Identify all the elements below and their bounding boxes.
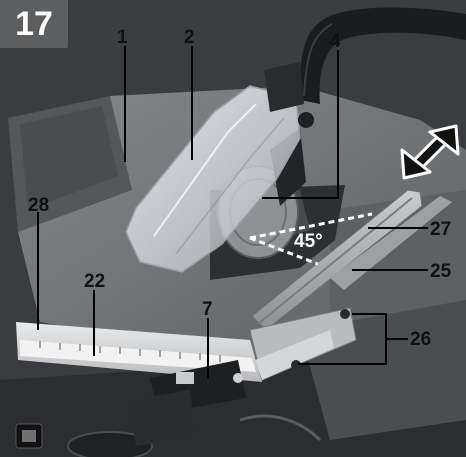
fence-extension	[330, 196, 452, 290]
callout-22: 22	[84, 271, 106, 292]
left-wing-recess	[20, 106, 118, 210]
figure-number-badge: 17	[0, 0, 68, 48]
callout-25: 25	[430, 261, 452, 282]
guard-knob	[298, 112, 314, 128]
angle-label-45: 45°	[294, 231, 323, 252]
callout-27: 27	[430, 219, 452, 240]
guard-highlight	[153, 103, 257, 237]
mitre-gauge-screw	[233, 373, 243, 383]
measuring-scale	[20, 340, 256, 372]
callout-7: 7	[202, 299, 213, 320]
scale-ticks	[39, 341, 221, 362]
mitre-gauge-clip	[176, 372, 194, 384]
under-table-cable	[239, 414, 322, 442]
hose-ridge	[303, 23, 333, 97]
blade-guard	[125, 85, 301, 273]
height-adjust-wheel	[67, 431, 153, 457]
on-off-switch	[22, 430, 36, 442]
callout-4: 4	[330, 31, 341, 52]
fence-screw-lower	[291, 360, 301, 370]
callout-28: 28	[28, 195, 50, 216]
guard-edge	[175, 117, 285, 255]
fence-screw-upper	[340, 309, 350, 319]
callout-26: 26	[410, 329, 432, 350]
fence-clamp-face	[255, 330, 334, 380]
leader-lines	[37, 46, 428, 378]
hose-connector	[264, 62, 304, 112]
callout-1: 1	[117, 27, 128, 48]
double-arrow-icon	[400, 124, 460, 180]
callout-2: 2	[184, 27, 195, 48]
angle-lines	[249, 212, 373, 266]
fence-groove	[257, 197, 413, 325]
blade-tilt-scale	[130, 390, 196, 446]
suction-hose	[300, 7, 466, 104]
